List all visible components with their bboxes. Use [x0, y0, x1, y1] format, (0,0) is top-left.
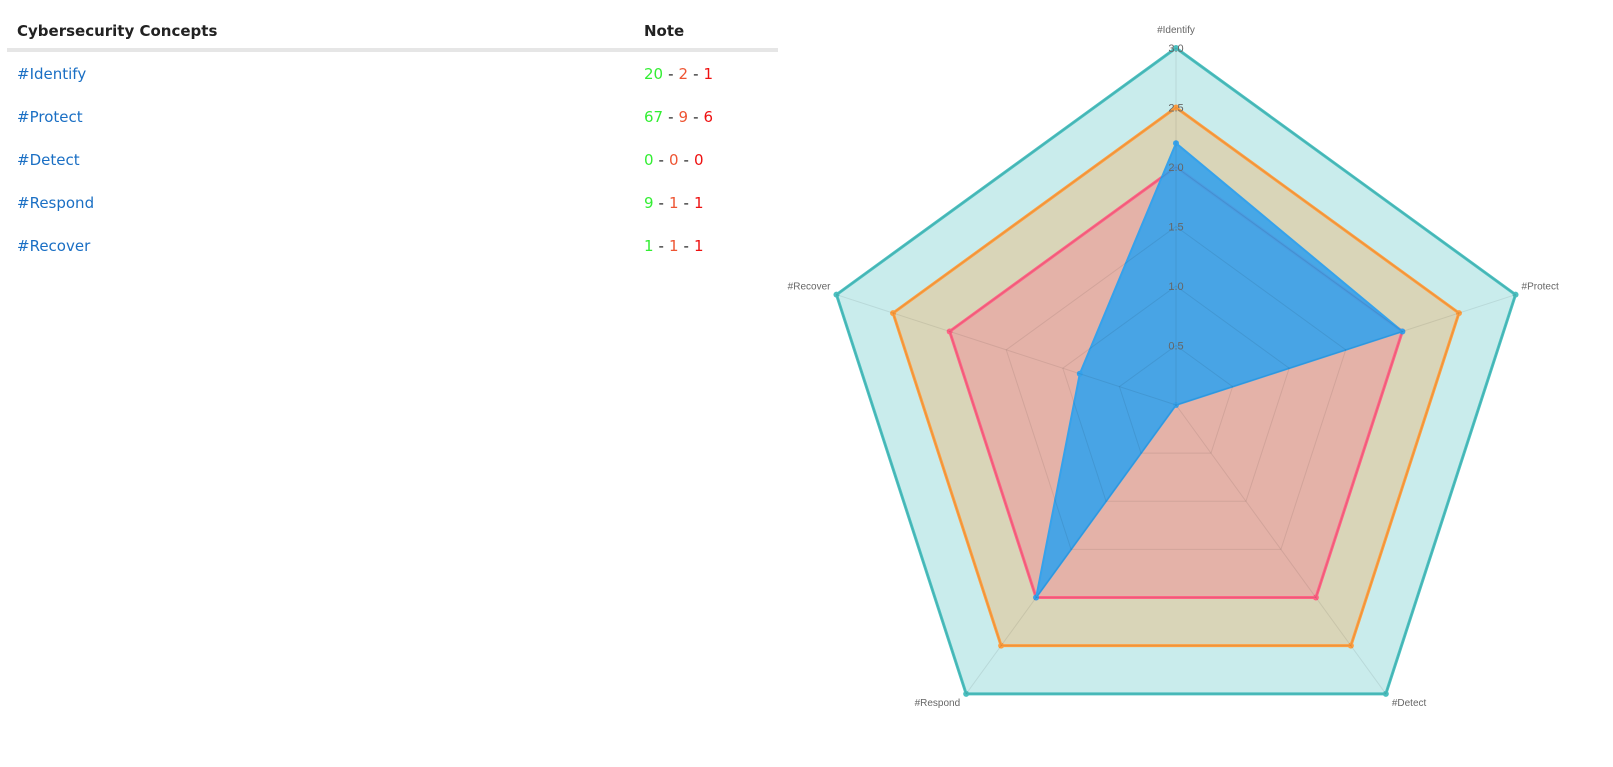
- note-bad-count: 0: [693, 150, 704, 169]
- series-3-point: [1173, 140, 1179, 147]
- grid-ring: [949, 166, 1403, 599]
- note-column-header: Note: [634, 14, 778, 52]
- note-separator: -: [693, 107, 699, 126]
- concept-link[interactable]: #Recover: [17, 236, 91, 255]
- note-mid-count: 1: [668, 236, 679, 255]
- series-1-point: [998, 642, 1005, 649]
- grid-ring: [1118, 344, 1234, 454]
- series-1-point: [1173, 104, 1179, 111]
- note-good-count: 1: [644, 236, 654, 255]
- concept-link[interactable]: #Identify: [17, 64, 87, 83]
- series-0-point: [963, 690, 970, 697]
- note-separator: -: [683, 193, 689, 212]
- note-cell: 0-0-0: [634, 138, 778, 181]
- grid-spoke: [965, 404, 1177, 695]
- series-3-area: [1035, 142, 1404, 599]
- series-1-point: [1455, 310, 1462, 317]
- concepts-column-header: Cybersecurity Concepts: [7, 14, 634, 52]
- concept-cell: #Protect: [7, 95, 634, 138]
- note-separator: -: [683, 150, 689, 169]
- note-cell: 1-1-1: [634, 224, 778, 267]
- radial-tick-label: 2.0: [1168, 162, 1183, 174]
- concept-cell: #Detect: [7, 138, 634, 181]
- grid-spoke: [1175, 294, 1516, 406]
- note-mid-count: 9: [678, 107, 689, 126]
- axis-label-respond: #Respond: [915, 698, 961, 709]
- note-separator: -: [668, 107, 674, 126]
- note-separator: -: [658, 236, 664, 255]
- note-separator: -: [683, 236, 689, 255]
- note-separator: -: [668, 64, 674, 83]
- note-good-count: 9: [644, 193, 654, 212]
- note-cell: 67-9-6: [634, 95, 778, 138]
- note-separator: -: [658, 150, 664, 169]
- series-0-point: [833, 291, 840, 298]
- radial-tick-label: 3.0: [1168, 43, 1183, 55]
- radial-tick-label: 2.5: [1168, 103, 1183, 115]
- note-bad-count: 1: [703, 64, 714, 83]
- grid-ring: [1062, 285, 1290, 502]
- note-mid-count: 1: [668, 193, 679, 212]
- series-0-point: [1173, 45, 1179, 51]
- concept-cell: #Identify: [7, 50, 634, 95]
- series-2-point: [946, 328, 953, 335]
- note-mid-count: 2: [678, 64, 689, 83]
- concept-cell: #Respond: [7, 181, 634, 224]
- series-1-point: [890, 310, 897, 317]
- grid-spoke: [836, 294, 1177, 406]
- series-2-point: [1312, 594, 1319, 601]
- note-bad-count: 1: [693, 236, 704, 255]
- note-cell: 20-2-1: [634, 50, 778, 95]
- series-1-point: [1347, 642, 1354, 649]
- axis-label-identify: #Identify: [1157, 25, 1195, 36]
- series-3-point: [1173, 402, 1179, 408]
- radar-chart: 0.5 1.0 1.5 2.0 2.5 3.0 #Identify #Protect #Dete…: [788, 25, 1559, 709]
- grid-ring: [835, 47, 1517, 695]
- grid-ring: [1005, 225, 1347, 550]
- note-bad-count: 6: [703, 107, 714, 126]
- table-header-row: Cybersecurity Concepts Note: [7, 14, 778, 52]
- note-mid-count: 0: [668, 150, 679, 169]
- note-good-count: 20: [644, 64, 664, 83]
- note-bad-count: 1: [693, 193, 704, 212]
- axis-label-protect: #Protect: [1522, 282, 1559, 293]
- concept-link[interactable]: #Respond: [17, 193, 95, 212]
- note-separator: -: [693, 64, 699, 83]
- series-0-point: [1382, 690, 1389, 697]
- series-3-point: [1076, 370, 1083, 377]
- concept-link[interactable]: #Detect: [17, 150, 80, 169]
- note-good-count: 67: [644, 107, 664, 126]
- note-separator: -: [658, 193, 664, 212]
- grid-spoke: [1175, 404, 1387, 695]
- radial-tick-label: 1.0: [1168, 281, 1183, 293]
- concept-cell: #Recover: [7, 224, 634, 267]
- axis-label-detect: #Detect: [1392, 698, 1427, 709]
- radial-tick-label: 1.5: [1168, 222, 1183, 234]
- note-good-count: 0: [644, 150, 654, 169]
- concept-link[interactable]: #Protect: [17, 107, 83, 126]
- grid-ring: [892, 106, 1460, 647]
- series-0-point: [1512, 291, 1519, 298]
- radial-tick-label: 0.5: [1168, 341, 1183, 353]
- series-3-point: [1033, 594, 1040, 601]
- series-3-point: [1399, 328, 1406, 335]
- axis-label-recover: #Recover: [788, 282, 831, 293]
- note-cell: 9-1-1: [634, 181, 778, 224]
